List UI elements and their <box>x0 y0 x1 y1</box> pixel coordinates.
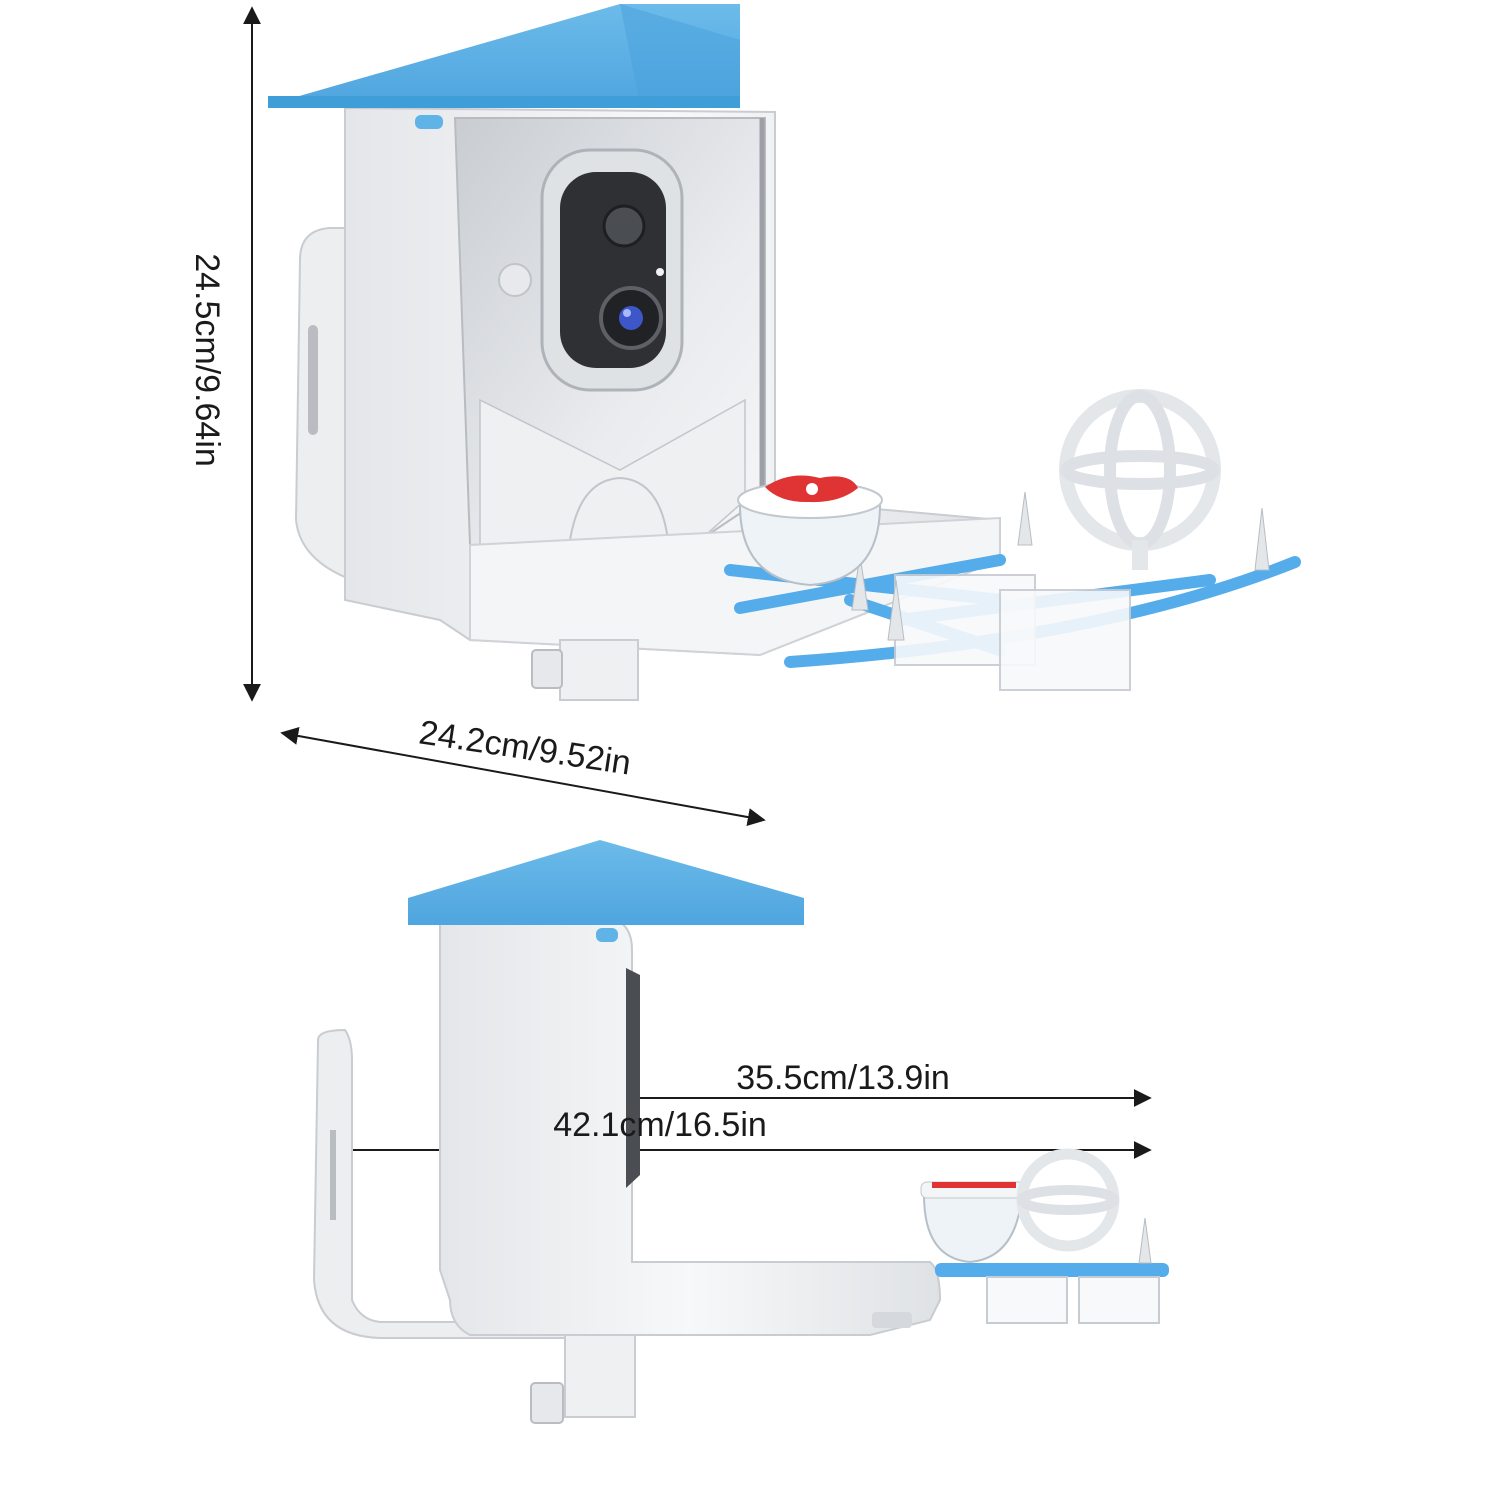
mount-post <box>559 639 639 701</box>
food-cup-2 <box>999 589 1131 691</box>
side-wall-bracket <box>312 1028 569 1339</box>
funnel-arch <box>569 476 669 541</box>
depth-short-dimension-label: 35.5cm/13.9in <box>736 1059 950 1097</box>
side-food-cup-2 <box>1078 1276 1160 1324</box>
side-spike <box>1138 1217 1152 1264</box>
spike-1 <box>1017 491 1033 546</box>
side-camera-edge <box>626 968 640 1188</box>
side-bracket-slot <box>330 1130 336 1220</box>
side-suet-cage <box>1016 1148 1120 1252</box>
bracket-slot <box>308 325 318 435</box>
height-dimension-label: 24.5cm/9.64in <box>188 253 226 467</box>
side-perch-bar <box>935 1263 1169 1277</box>
nectar-cup <box>738 504 882 587</box>
side-nectar-red <box>932 1182 1016 1188</box>
body-button <box>498 263 532 297</box>
side-roof-clip <box>596 928 618 942</box>
suet-cage-stem <box>1132 540 1148 570</box>
front-view-feeder <box>268 4 1301 701</box>
spike-4 <box>851 554 869 611</box>
width-dimension-line <box>280 727 766 826</box>
camera-indicator-led <box>656 268 664 276</box>
roof-right-face <box>620 4 740 105</box>
side-feeder-body <box>439 921 942 1336</box>
side-mount-clip <box>530 1382 564 1424</box>
camera-pir-sensor <box>602 204 646 248</box>
side-view-feeder <box>312 840 1169 1424</box>
spike-2 <box>1254 507 1270 571</box>
depth-full-dimension-label: 42.1cm/16.5in <box>553 1106 767 1144</box>
side-nectar-cup <box>922 1194 1024 1264</box>
side-food-cup-1 <box>986 1276 1068 1324</box>
side-suet-band <box>1017 1185 1119 1215</box>
side-roof <box>408 840 804 925</box>
mount-clip <box>531 649 563 689</box>
nectar-flower-center <box>806 483 818 495</box>
roof-clip-left <box>415 115 443 129</box>
suet-cage-band <box>1060 450 1220 490</box>
camera-lens-highlight <box>623 309 631 317</box>
spike-3 <box>887 579 905 641</box>
roof-edge <box>268 96 740 108</box>
suet-cage-vertical <box>1104 390 1176 550</box>
wall-bracket <box>294 227 353 582</box>
camera-lens-glass <box>619 306 643 330</box>
suet-cage <box>1059 389 1221 551</box>
side-mount-post <box>564 1334 636 1418</box>
roof <box>268 4 740 105</box>
side-tray-foot <box>872 1312 912 1328</box>
